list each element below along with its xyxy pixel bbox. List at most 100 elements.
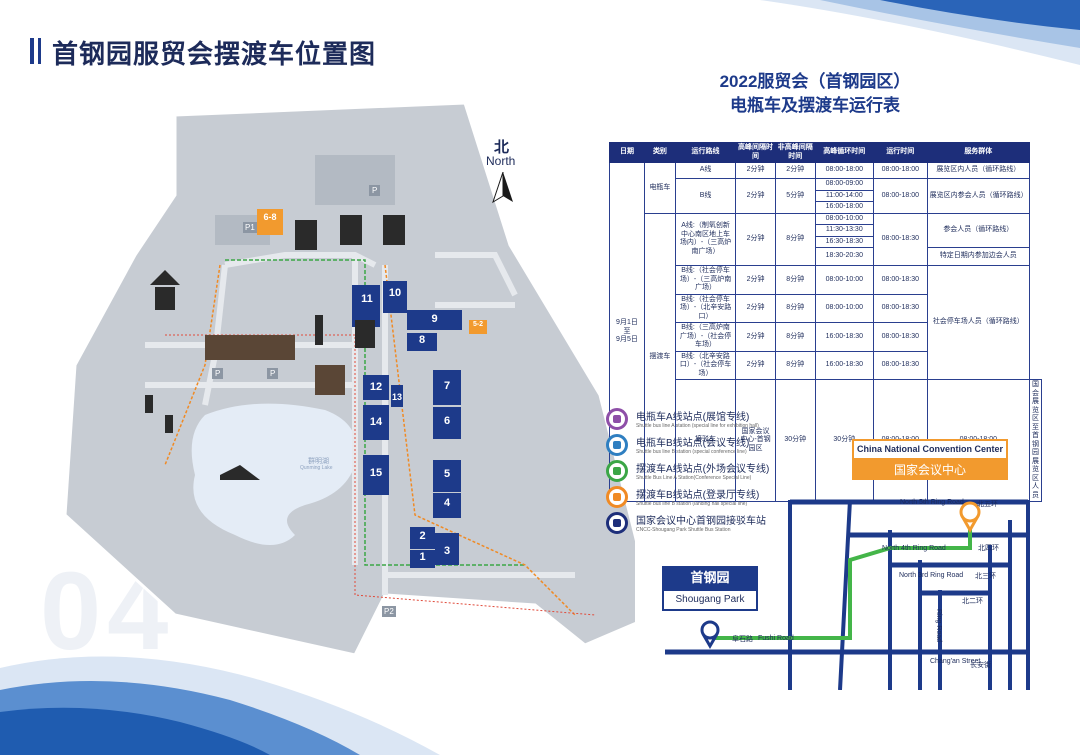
table-row: 摆渡车 A线:（制氧创新中心南区地上车场内）-（三高炉南广场） 2分钟 8分钟 … (610, 212, 1042, 502)
hall-label: 4 (443, 497, 451, 509)
table-row: 接驳车 国家会议中心-首钢园区 30分钟 30分钟 08:00-18:00 08… (610, 379, 1042, 502)
hall-label: 13 (391, 392, 402, 402)
service-group-cell: 参会人员（循环路线） (926, 212, 1031, 248)
legend-label: 国家会议中心首钢园接驳车站 (636, 516, 766, 527)
run-time-cell: 08:00-18:30 (873, 350, 928, 380)
hall-label: 9 (431, 313, 438, 325)
route-map (665, 499, 1030, 690)
legend-label: 摆渡车B线站点(登录厅专线) (636, 490, 760, 501)
col-header: 日期 (609, 142, 645, 163)
hall-5 (433, 460, 461, 492)
hall-14 (363, 405, 389, 440)
run-time-cell: 08:00-18:00 (873, 178, 928, 214)
offpeak-interval-cell: 8分钟 (774, 265, 816, 295)
peak-cycle-cell: 16:00-18:00 (814, 201, 875, 214)
monument-icon (220, 465, 270, 480)
offpeak-interval-cell: 2分钟 (774, 162, 816, 179)
hall-1 (410, 550, 435, 568)
service-group-cell: 社会停车场人员（循环路线） (926, 265, 1031, 380)
shougang-label-cn: 首钢园 (662, 566, 758, 589)
road-label: Fushi Road (758, 635, 794, 642)
road-label: Chang'an Street (930, 658, 981, 665)
table-header-row: 日期 类别 运行路线 高峰间隔时间 非高峰间隔时间 高峰循环时间 运行时间 服务… (609, 142, 1042, 163)
cncc-label-cn: 国家会议中心 (852, 460, 1008, 480)
orange-zone (469, 320, 487, 334)
col-header: 高峰间隔时间 (735, 142, 776, 163)
hall-label: 6 (443, 415, 451, 427)
hall-label: 5 (443, 468, 451, 480)
zone-tag: 5-2 (472, 321, 484, 328)
peak-cycle-cell: 08:00-18:00 (814, 162, 875, 179)
lake (191, 403, 357, 545)
table-row: B线:（三高炉南广场）-（社会停车场） 2分钟 8分钟 16:00-18:30 … (610, 322, 1042, 352)
building (205, 335, 295, 360)
col-header: 类别 (643, 142, 676, 163)
offpeak-interval-cell: 8分钟 (774, 322, 816, 352)
road-label: North 5th Ring Road (900, 499, 964, 506)
pagoda-icon (150, 270, 180, 310)
parking-p1: P1 (243, 222, 257, 233)
peak-interval-cell: 2分钟 (735, 162, 776, 179)
cncc-pin-icon (959, 501, 981, 534)
route-cell: A线 (674, 162, 737, 179)
legend-sublabel: Shuttle bus line B station (special conf… (636, 449, 747, 455)
peak-cycle-cell: 11:00-14:00 (814, 189, 875, 202)
hall-label: 14 (369, 416, 383, 428)
peak-cycle-cell: 16:00-18:30 (814, 350, 875, 380)
hall-8 (407, 333, 437, 351)
parking-sign: P (369, 185, 381, 196)
peak-interval-cell: 30分钟 (774, 379, 816, 502)
compass-icon (492, 172, 513, 204)
hall-label: 8 (418, 334, 426, 346)
offpeak-interval-cell: 5分钟 (774, 178, 816, 214)
shougang-pin-icon (700, 620, 720, 649)
road-label: 北三环 (975, 573, 996, 580)
legend-sublabel: CNCC-Shougang Park Shuttle Bus Station (636, 527, 731, 533)
offpeak-interval-cell: 8分钟 (774, 350, 816, 380)
schedule-title-line2: 电瓶车及摆渡车运行表 (730, 96, 900, 115)
category-cell: 接驳车 (674, 379, 737, 502)
building (315, 365, 345, 395)
col-header: 运行路线 (674, 142, 737, 163)
road-label: North 3rd Ring Road (899, 572, 964, 579)
park-map (63, 101, 635, 657)
shougang-label-en: Shougang Park (662, 589, 758, 611)
run-time-cell: 08:00-18:30 (873, 212, 928, 266)
legend-label: 电瓶车B线站点(会议专线) (636, 438, 750, 449)
orange-zone (257, 209, 283, 235)
hall-15 (363, 455, 389, 495)
peak-cycle-cell: 18:30-20:30 (814, 247, 875, 266)
peak-cycle-cell: 08:00-09:00 (814, 178, 875, 191)
service-group-cell: 特定日期内参加边会人员 (926, 247, 1031, 266)
route-cell: B线:（社会停车场）-（三高炉南广场） (674, 265, 737, 295)
hall-label: 15 (369, 467, 383, 479)
hall-2 (410, 527, 435, 549)
col-header: 服务群体 (926, 142, 1031, 163)
peak-interval-cell: 2分钟 (735, 265, 776, 295)
route-cell: 国家会议中心-首钢园区 (735, 379, 776, 502)
schedule-title-line1: 2022服贸会（首钢园区） (719, 72, 911, 91)
legend-sublabel: Shuttle bus line A station (special line… (636, 423, 759, 429)
category-cell: 电瓶车 (643, 162, 676, 214)
parking-sign: P (267, 368, 279, 379)
hall-13 (391, 385, 403, 407)
table-row: 11:30-13:30 (610, 224, 1042, 237)
col-header: 运行时间 (873, 142, 928, 163)
shuttle-route-line (705, 525, 972, 640)
road-label: Ring Road (935, 608, 943, 643)
route-cell: B线:（三高炉南广场）-（社会停车场） (674, 322, 737, 352)
north-label-cn: 北 (494, 139, 510, 156)
road-label: 北四环 (978, 545, 999, 552)
table-row: 11:00-14:00 (610, 189, 1042, 202)
schedule-title: 2022服贸会（首钢园区） 电瓶车及摆渡车运行表 (660, 70, 970, 118)
hall-label: 3 (443, 545, 451, 557)
hall-7 (433, 370, 461, 405)
parking-p2: P2 (382, 606, 396, 617)
title-accent-bar (30, 38, 34, 64)
col-header: 高峰循环时间 (814, 142, 875, 163)
peak-cycle-cell: 16:00-18:30 (814, 322, 875, 352)
legend-sublabel: Shuttle bus line B station (landing hall… (636, 501, 748, 507)
table-row: B线:（社会停车场）-（北辛安路口） 2分钟 8分钟 08:00-10:00 0… (610, 293, 1042, 323)
hall-label: 1 (419, 551, 426, 563)
peak-cycle-cell: 08:00-10:00 (814, 265, 875, 295)
